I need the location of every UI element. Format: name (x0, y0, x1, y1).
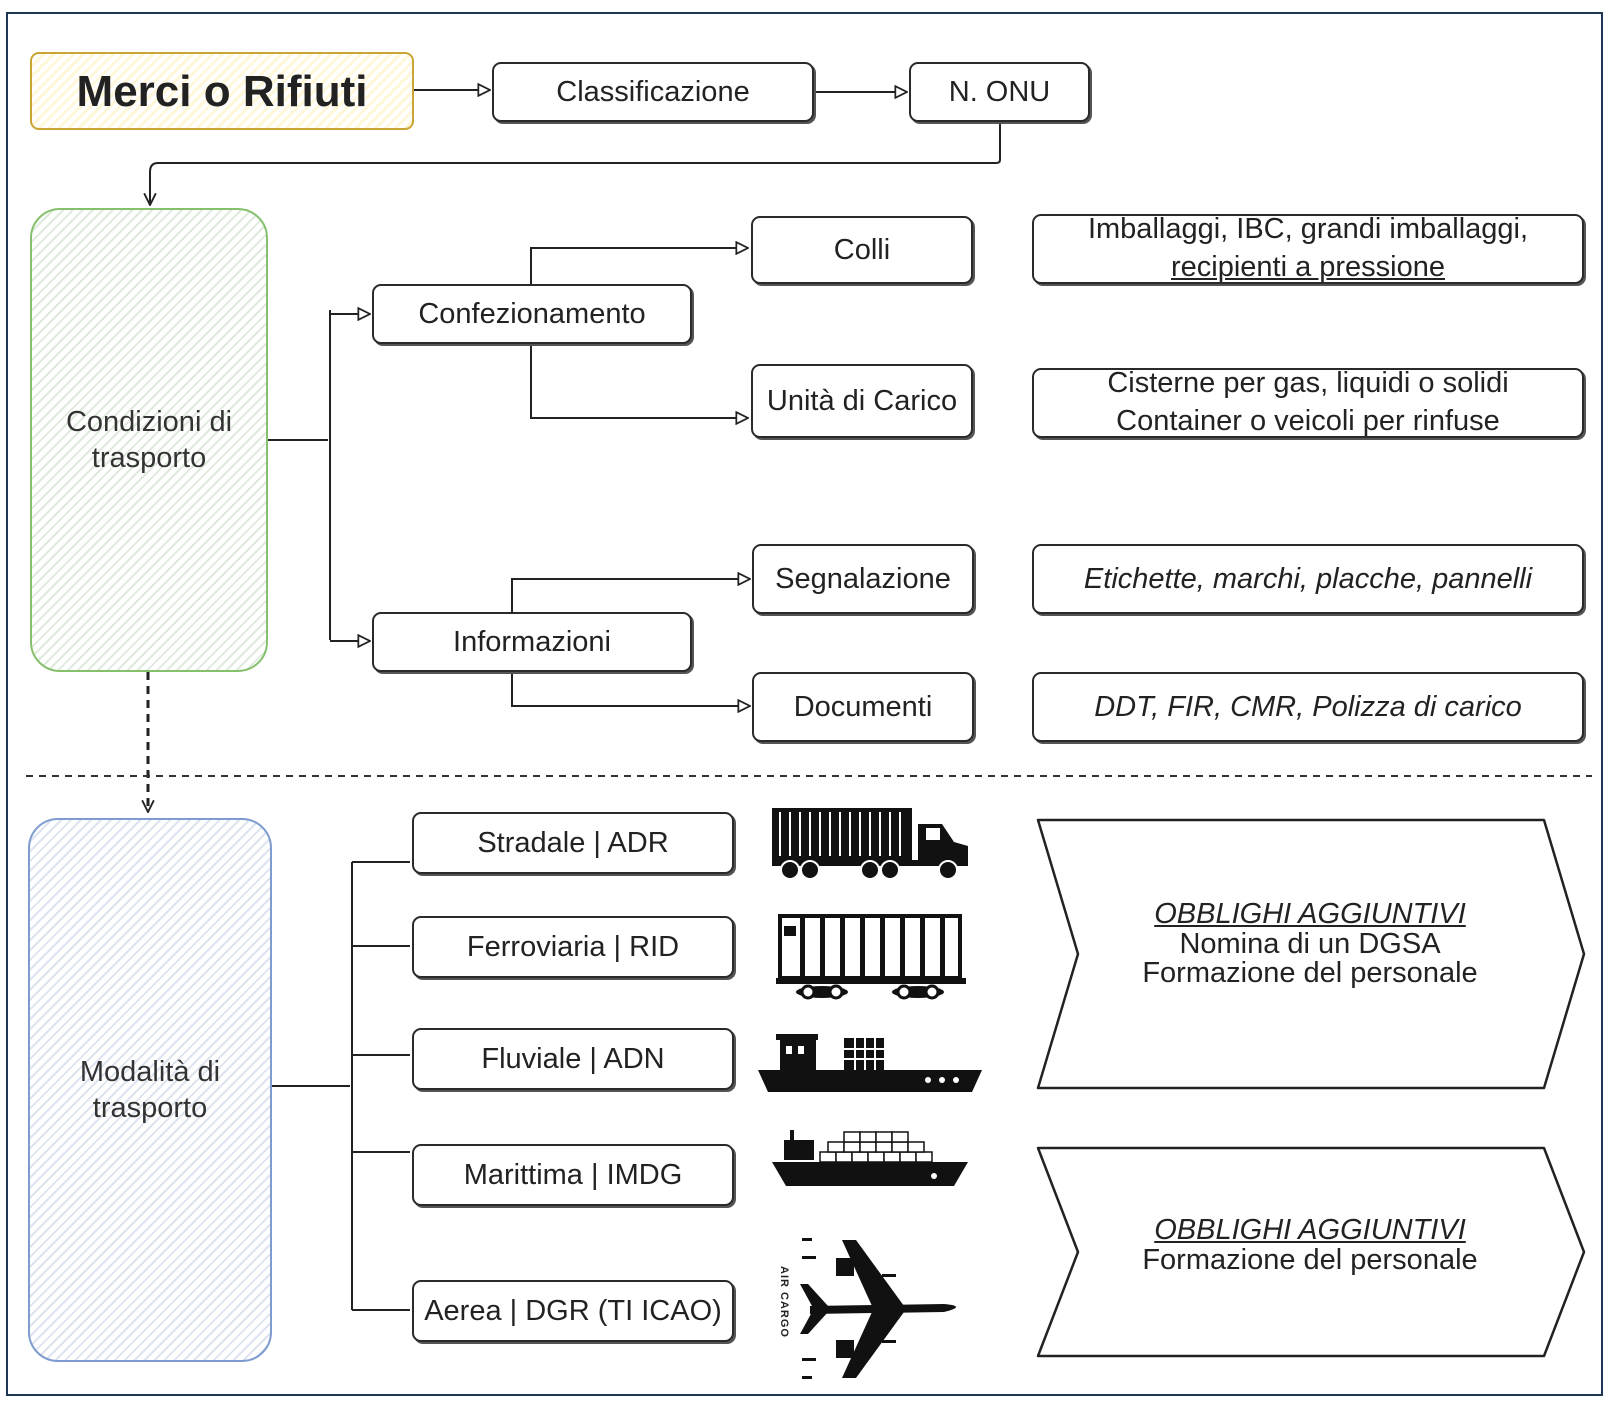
mode-air-box: Aerea | DGR (TI ICAO) (412, 1280, 734, 1342)
signalling-box: Segnalazione (752, 544, 974, 614)
obligations-panel-1: OBBLIGHI AGGIUNTIVI Nomina di un DGSA Fo… (1034, 816, 1586, 1092)
information-box: Informazioni (372, 612, 692, 672)
arrow-to-signalling (511, 579, 750, 612)
un-number-box: N. ONU (909, 62, 1090, 122)
container-ship-icon (772, 1130, 968, 1186)
diagram-frame (6, 12, 1603, 1396)
river-boat-icon (758, 1034, 982, 1092)
title-text: Merci o Rifiuti (76, 66, 368, 116)
documents-detail: DDT, FIR, CMR, Polizza di carico (1094, 690, 1522, 723)
signalling-label: Segnalazione (775, 562, 951, 595)
signalling-detail-box: Etichette, marchi, placche, pannelli (1032, 544, 1584, 614)
packaging-label: Confezionamento (418, 297, 646, 330)
mode-river-box: Fluviale | ADN (412, 1028, 734, 1090)
truck-icon (772, 808, 968, 880)
classification-label: Classificazione (556, 75, 750, 108)
connector-modes-trunk (272, 862, 353, 1310)
obligations-1-line2: Formazione del personale (1142, 957, 1478, 990)
obligations-1-heading: OBBLIGHI AGGIUNTIVI (1154, 898, 1466, 930)
modes-label-line1: Modalità di (79, 1055, 221, 1088)
modes-label-line2: trasporto (92, 1092, 208, 1124)
packages-detail-line2: recipienti a pressione (1170, 251, 1446, 283)
mode-road-box: Stradale | ADR (412, 812, 734, 874)
packages-label: Colli (833, 233, 891, 266)
rail-wagon-icon (776, 914, 966, 1000)
mode-rail-label: Ferroviaria | RID (466, 930, 680, 963)
obligations-2-line1: Formazione del personale (1142, 1243, 1478, 1276)
conditions-group: Condizioni di trasporto (30, 208, 268, 672)
documents-box: Documenti (752, 672, 974, 742)
mode-sea-label: Marittima | IMDG (463, 1158, 683, 1191)
connector-conditions-trunk (268, 310, 331, 640)
information-label: Informazioni (453, 625, 611, 658)
title-box: Merci o Rifiuti (30, 52, 414, 130)
load-units-label: Unità di Carico (766, 384, 958, 417)
documents-detail-box: DDT, FIR, CMR, Polizza di carico (1032, 672, 1584, 742)
packages-detail-line1: Imballaggi, IBC, grandi imballaggi, (1087, 213, 1529, 246)
arrow-un-to-conditions (150, 122, 1001, 205)
load-units-detail-line1: Cisterne per gas, liquidi o solidi (1107, 367, 1509, 400)
obligations-panel-2: OBBLIGHI AGGIUNTIVI Formazione del perso… (1034, 1144, 1586, 1360)
un-number-label: N. ONU (948, 75, 1051, 108)
mode-road-label: Stradale | ADR (477, 826, 669, 859)
classification-box: Classificazione (492, 62, 814, 122)
arrow-to-load-units (530, 346, 748, 418)
load-units-detail-box: Cisterne per gas, liquidi o solidi Conta… (1032, 367, 1584, 438)
arrow-to-packages (530, 248, 748, 284)
packages-detail-box: Imballaggi, IBC, grandi imballaggi, reci… (1032, 213, 1584, 284)
obligations-2-heading: OBBLIGHI AGGIUNTIVI (1154, 1214, 1466, 1246)
conditions-label-line2: trasporto (91, 442, 207, 474)
load-units-detail-line2: Container o veicoli per rinfuse (1116, 405, 1500, 437)
mode-sea-box: Marittima | IMDG (412, 1144, 734, 1206)
air-cargo-text: AIR CARGO (778, 1266, 790, 1338)
mode-rail-box: Ferroviaria | RID (412, 916, 734, 978)
signalling-detail: Etichette, marchi, placche, pannelli (1083, 562, 1533, 595)
packages-box: Colli (751, 216, 973, 284)
conditions-label-line1: Condizioni di (65, 405, 233, 438)
modes-group: Modalità di trasporto (28, 818, 272, 1362)
air-cargo-plane-icon: AIR CARGO (772, 1234, 968, 1384)
arrow-to-documents (511, 672, 750, 706)
obligations-1-line1: Nomina di un DGSA (1179, 927, 1441, 960)
packaging-box: Confezionamento (372, 284, 692, 344)
mode-river-label: Fluviale | ADN (481, 1042, 665, 1075)
documents-label: Documenti (793, 690, 933, 723)
mode-air-label: Aerea | DGR (TI ICAO) (424, 1294, 722, 1327)
load-units-box: Unità di Carico (751, 364, 973, 438)
